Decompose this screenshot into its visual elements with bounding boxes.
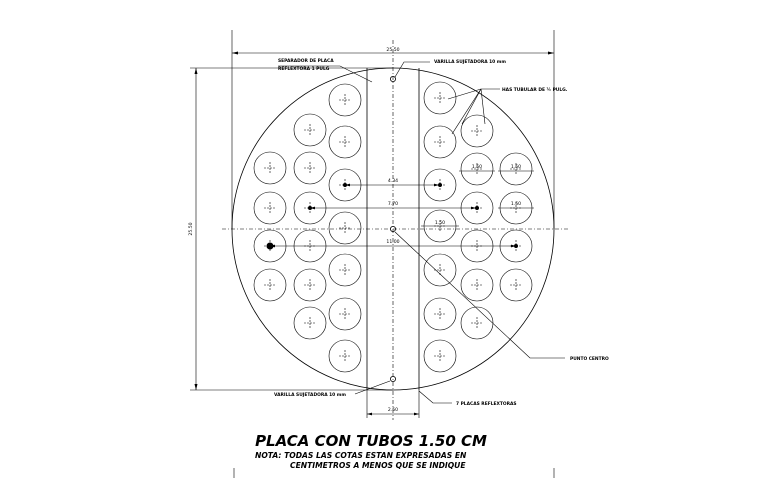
top-dimension-value: 25.50 <box>386 47 399 53</box>
label-varilla-bottom: VARILLA SUJETADORA 10 mm <box>274 392 346 398</box>
tube-center-dot <box>475 206 479 210</box>
tube-hole <box>499 152 533 186</box>
tube-hole <box>293 268 327 302</box>
label-separador-2: REFLEXTORA 1 PULG <box>278 66 330 72</box>
bottom-dimension-value: 2.50 <box>388 407 398 413</box>
tube-hole <box>328 297 362 331</box>
bottom-rod <box>389 375 396 382</box>
tube-hole <box>460 152 494 186</box>
label-separador-1: SEPARADOR DE PLACA <box>278 58 334 64</box>
tube-diameter-4: 1.50 <box>435 220 445 226</box>
center-rod <box>389 225 396 232</box>
top-rod <box>389 76 396 83</box>
tube-hole <box>293 113 327 147</box>
label-placas: 7 PLACAS REFLEXTORAS <box>456 401 517 407</box>
tube-hole <box>423 81 457 115</box>
tube-hole <box>328 253 362 287</box>
dimension-7-70: 7.70 <box>388 201 398 207</box>
dimension-4-34: 4.34 <box>388 178 398 184</box>
left-dimension-value: 25.50 <box>188 222 194 235</box>
tube-hole <box>423 125 457 159</box>
drawing-title: PLACA CON TUBOS 1.50 CM <box>255 432 487 450</box>
label-punto-centro: PUNTO CENTRO <box>570 356 609 362</box>
tube-hole <box>328 125 362 159</box>
tube-hole <box>328 211 362 245</box>
tube-hole <box>460 306 494 340</box>
tube-hole <box>328 339 362 373</box>
tube-diameter-3: 1.50 <box>511 201 521 207</box>
note-line-2: CENTIMETROS A MENOS QUE SE INDIQUE <box>290 461 466 470</box>
tube-hole <box>460 268 494 302</box>
tube-hole <box>293 306 327 340</box>
tube-hole <box>253 191 287 225</box>
tube-hole <box>423 253 457 287</box>
tube-hole <box>460 114 494 148</box>
label-varilla-top: VARILLA SUJETADORA 10 mm <box>434 59 506 65</box>
note-line-1: NOTA: TODAS LAS COTAS ESTAN EXPRESADAS E… <box>255 451 467 460</box>
tube-diameter-2: 1.50 <box>511 164 521 170</box>
dimension-11-00: 11.00 <box>386 239 399 245</box>
tube-hole <box>253 151 287 185</box>
label-tubular: HAS TUBULAR DE ¼ PULG. <box>502 87 568 93</box>
tube-hole <box>293 151 327 185</box>
tube-diameter-1: 1.50 <box>472 164 482 170</box>
tube-hole <box>423 339 457 373</box>
tube-center-dot <box>438 183 442 187</box>
tube-hole <box>499 268 533 302</box>
tube-hole <box>328 83 362 117</box>
tube-hole <box>253 268 287 302</box>
tube-hole <box>423 297 457 331</box>
